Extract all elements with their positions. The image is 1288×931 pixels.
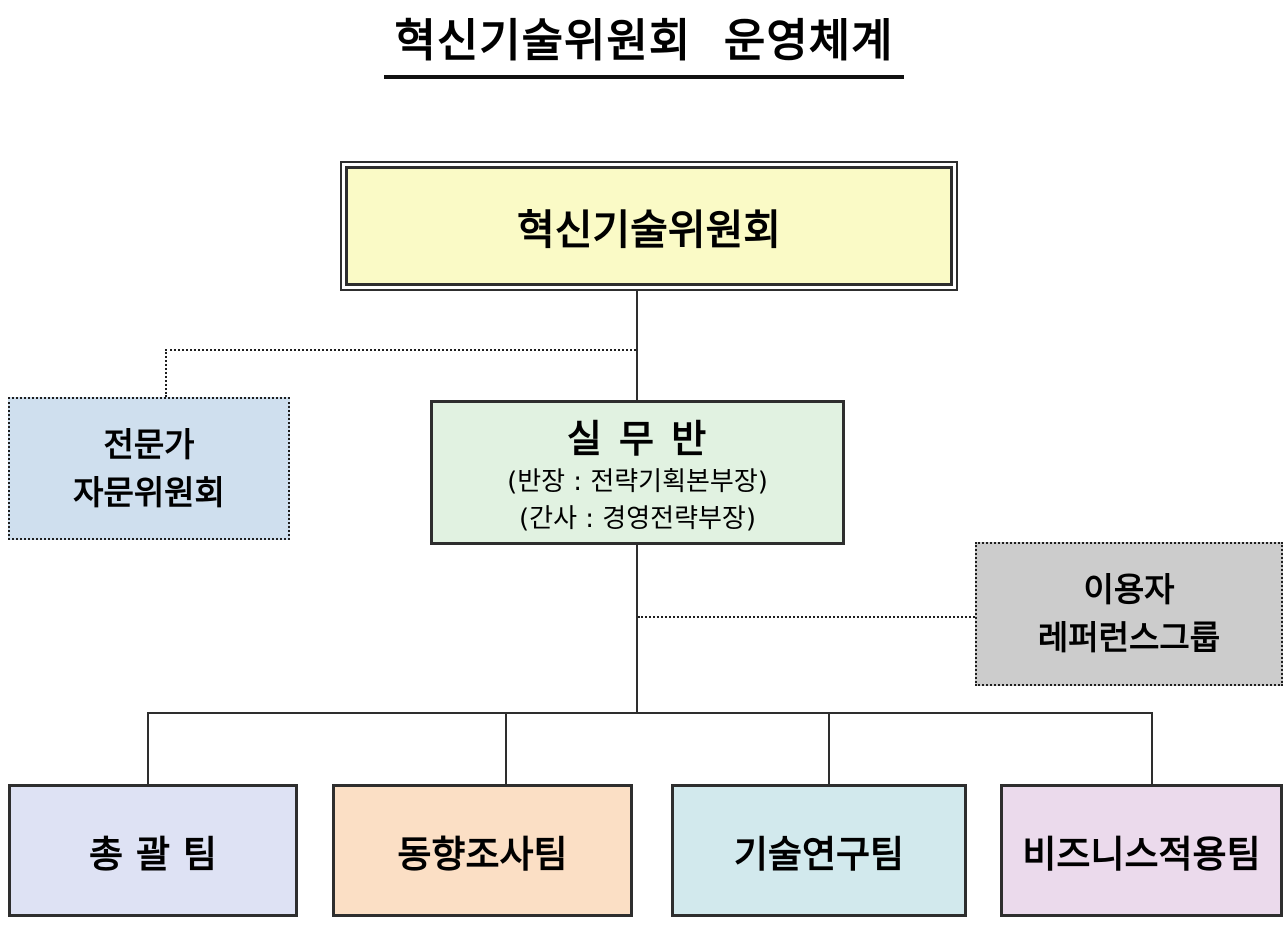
stub-team-4 — [1151, 712, 1153, 784]
connector-committee-working — [636, 291, 638, 401]
advisory-label-line2: 자문위원회 — [73, 472, 225, 512]
working-group-secretary: (간사 : 경영전략부장) — [519, 504, 756, 534]
connector-working-teams — [636, 545, 638, 713]
team-label-tech-research: 기술연구팀 — [733, 832, 905, 876]
team-label-trend-research: 동향조사팀 — [397, 832, 568, 876]
stub-team-2 — [505, 712, 507, 784]
team-box-trend-research: 동향조사팀 — [332, 784, 633, 917]
reference-group-label-line2: 레퍼런스그룹 — [1037, 618, 1221, 657]
advisory-box: 전문가 자문위원회 — [8, 397, 290, 540]
team-label-business-application: 비즈니스적용팀 — [1022, 832, 1261, 876]
working-group-label: 실 무 반 — [566, 417, 709, 462]
stub-team-1 — [147, 712, 149, 784]
connector-advisory-horizontal — [165, 349, 636, 351]
advisory-label-line1: 전문가 — [103, 424, 195, 464]
team-box-tech-research: 기술연구팀 — [671, 784, 967, 917]
team-label-general: 총 괄 팀 — [89, 832, 217, 876]
working-group-leader: (반장 : 전략기획본부장) — [507, 467, 768, 498]
team-box-general: 총 괄 팀 — [8, 784, 298, 917]
working-group-box: 실 무 반 (반장 : 전략기획본부장) (간사 : 경영전략부장) — [430, 400, 845, 545]
team-box-business-application: 비즈니스적용팀 — [1000, 784, 1283, 917]
reference-group-label-line1: 이용자 — [1083, 570, 1175, 610]
connector-reference-horizontal — [638, 616, 975, 618]
page-title: 혁신기술위원회 운영체계 — [384, 4, 904, 79]
connector-advisory-vertical — [165, 349, 167, 397]
committee-box: 혁신기술위원회 — [340, 161, 958, 291]
committee-label: 혁신기술위원회 — [345, 166, 953, 286]
stub-team-3 — [828, 712, 830, 784]
page-title-row: 혁신기술위원회 운영체계 — [0, 4, 1288, 79]
reference-group-box: 이용자 레퍼런스그룹 — [975, 542, 1283, 686]
distribution-bar — [147, 712, 1153, 714]
